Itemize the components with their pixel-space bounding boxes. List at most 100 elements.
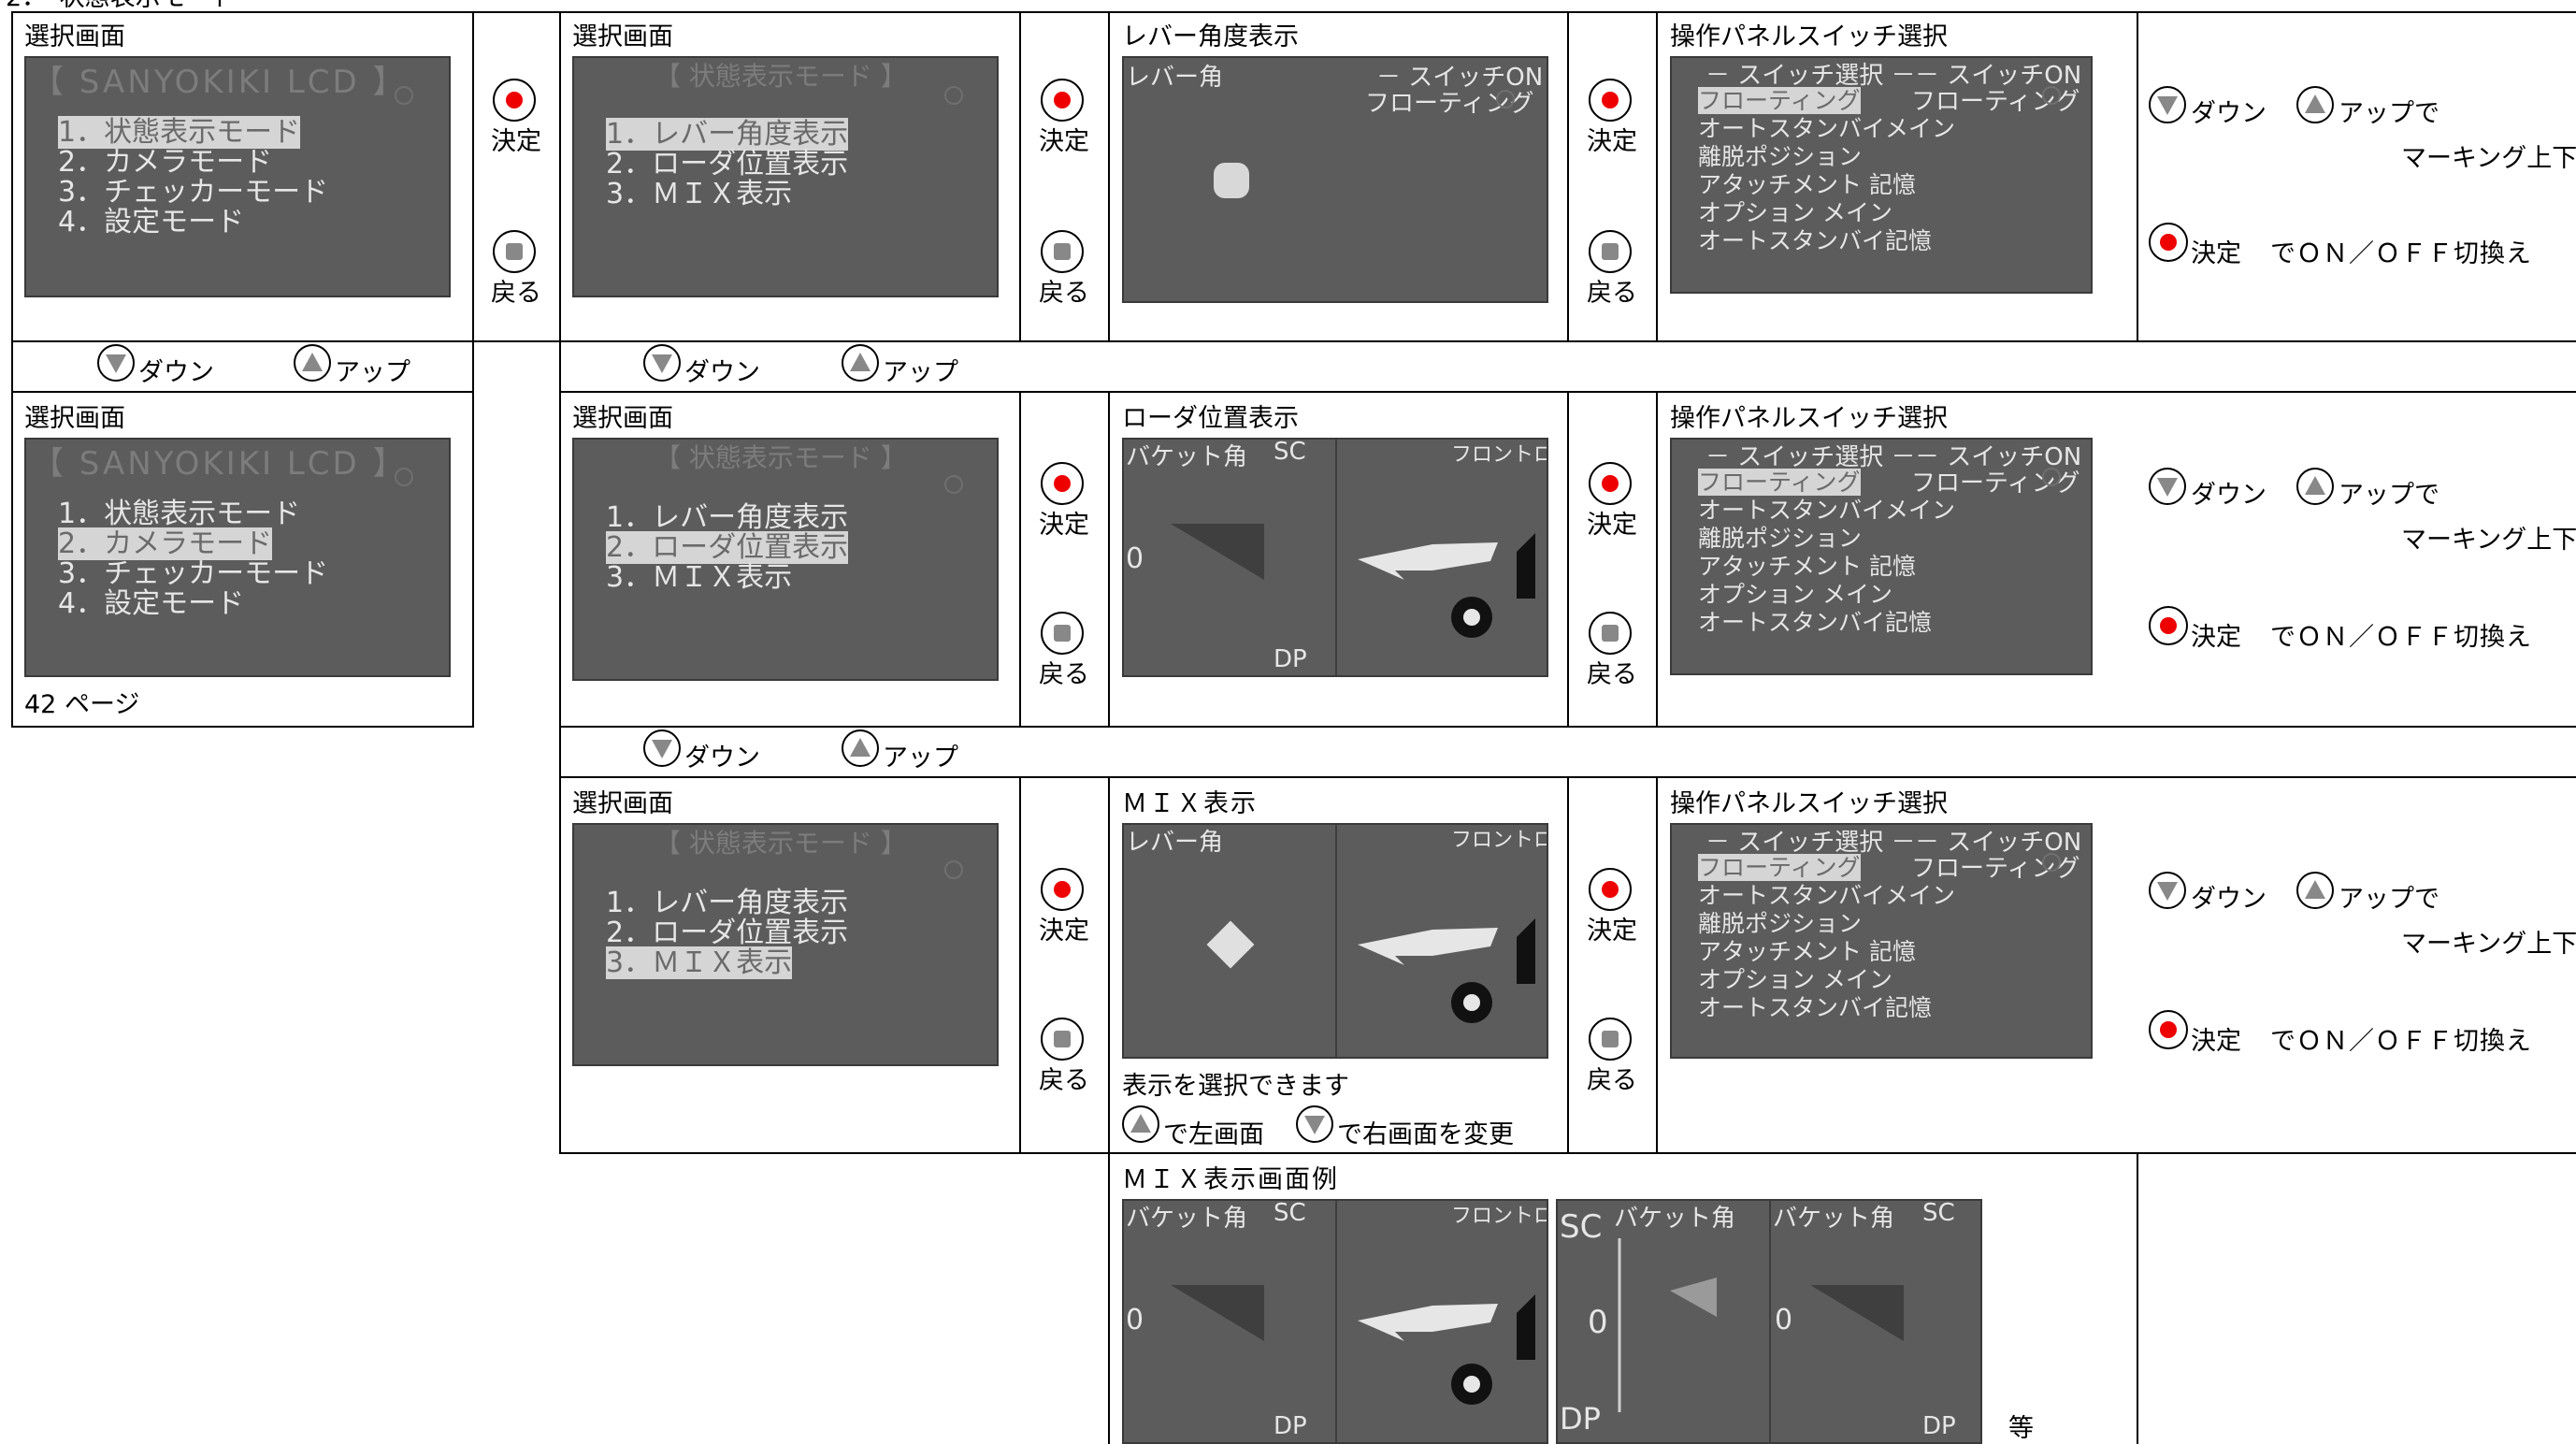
lcd-item: 2．ローダ位置表示 bbox=[606, 531, 849, 564]
lcd-item: 4．設定モード bbox=[58, 587, 245, 620]
back-button-icon[interactable] bbox=[1589, 230, 1632, 273]
up-triangle-icon[interactable] bbox=[842, 344, 879, 382]
lcd-bucket: バケット角 bbox=[1773, 1205, 1895, 1233]
panel-switch-title: 操作パネルスイッチ選択 bbox=[1670, 404, 1948, 433]
back-button-icon[interactable] bbox=[493, 230, 536, 273]
etc-label: 等 bbox=[2008, 1414, 2034, 1443]
down-label: ダウン bbox=[138, 358, 214, 387]
toggle-text: でＯＮ／ＯＦＦ切換え bbox=[2270, 239, 2532, 268]
lcd-sw-item: アタッチメント 記憶 bbox=[1698, 171, 1916, 198]
lcd-sw-item: フローティング bbox=[1698, 87, 1861, 114]
loader-pos-title: ローダ位置表示 bbox=[1122, 404, 1299, 433]
confirm-button-icon[interactable] bbox=[1041, 868, 1084, 911]
lcd-mix-example-1: バケット角 SC フロントローダ 0 DP bbox=[1122, 1199, 1548, 1444]
up-triangle-icon[interactable] bbox=[1122, 1105, 1159, 1143]
select-screen-label: 選択画面 bbox=[24, 404, 125, 433]
up-triangle-icon[interactable] bbox=[2296, 872, 2334, 909]
back-button-icon[interactable] bbox=[1589, 612, 1632, 655]
lcd-lever-label: レバー角 bbox=[1126, 829, 1224, 857]
marking-label: マーキング上下 bbox=[2401, 526, 2576, 555]
lcd-zero: 0 bbox=[1775, 1304, 1793, 1336]
lcd-sc: SC bbox=[1560, 1208, 1603, 1246]
lcd-main-menu: 【 SANYOKIKI LCD 】 1．状態表示モード 2．カメラモード 3．チ… bbox=[24, 56, 451, 297]
lcd-header: 【 状態表示モード 】 bbox=[655, 61, 907, 92]
page-header: 2． 状態表示モード bbox=[6, 0, 237, 13]
lcd-zero: 0 bbox=[1126, 1304, 1144, 1336]
lcd-sw-item: オートスタンバイメイン bbox=[1698, 115, 1956, 142]
confirm-label: 決定 bbox=[1039, 917, 1089, 946]
confirm-button-icon[interactable] bbox=[493, 79, 536, 122]
lcd-sw-item: オプション メイン bbox=[1698, 581, 1892, 608]
lcd-item: 2．ローダ位置表示 bbox=[606, 148, 849, 180]
panel-switch-title: 操作パネルスイッチ選択 bbox=[1670, 22, 1948, 51]
confirm-label: 決定 bbox=[1587, 127, 1637, 156]
back-button-icon[interactable] bbox=[1041, 612, 1084, 655]
up-triangle-icon[interactable] bbox=[842, 729, 879, 767]
lcd-item: 1．レバー角度表示 bbox=[606, 118, 849, 151]
up-with-label: アップで bbox=[2339, 885, 2439, 914]
down-triangle-icon[interactable] bbox=[643, 344, 681, 382]
down-label: ダウン bbox=[684, 744, 760, 773]
lcd-item: 3．ＭＩＸ表示 bbox=[606, 561, 793, 594]
back-button-icon[interactable] bbox=[1041, 230, 1084, 273]
confirm-label: 決定 bbox=[1039, 511, 1089, 540]
down-triangle-icon[interactable] bbox=[643, 729, 681, 767]
confirm-button-icon[interactable] bbox=[2149, 223, 2188, 262]
lcd-zero: 0 bbox=[1126, 542, 1144, 575]
lcd-item: 3．チェッカーモード bbox=[58, 176, 329, 209]
up-triangle-icon[interactable] bbox=[294, 344, 331, 382]
panel-switch-title: 操作パネルスイッチ選択 bbox=[1670, 789, 1948, 818]
lcd-main-menu-2: 【 SANYOKIKI LCD 】 1．状態表示モード 2．カメラモード 3．チ… bbox=[24, 438, 451, 677]
confirm-label: 決定 bbox=[1587, 917, 1637, 946]
mix-note-2b: で右画面を変更 bbox=[1337, 1120, 1514, 1149]
back-button-icon[interactable] bbox=[1589, 1018, 1632, 1061]
lcd-bucket: バケット角 bbox=[1126, 443, 1248, 471]
lcd-status-menu-3: 【 状態表示モード 】 1．レバー角度表示 2．ローダ位置表示 3．ＭＩＸ表示 bbox=[572, 823, 999, 1066]
lcd-sw-item: オートスタンバイメイン bbox=[1698, 882, 1956, 909]
up-with-label: アップで bbox=[2339, 99, 2439, 128]
down-triangle-icon[interactable] bbox=[97, 344, 135, 382]
lcd-sw-item: 離脱ポジション bbox=[1698, 910, 1863, 937]
lcd-front: フロントローダ bbox=[1451, 443, 1547, 467]
confirm-button-icon[interactable] bbox=[1589, 868, 1632, 911]
mix-note-2a: で左画面 bbox=[1163, 1120, 1264, 1149]
back-label: 戻る bbox=[1587, 279, 1637, 308]
lcd-dp: DP bbox=[1274, 1412, 1307, 1440]
lcd-item: 2．カメラモード bbox=[58, 146, 273, 179]
lever-angle-title: レバー角度表示 bbox=[1122, 22, 1299, 51]
lcd-sw-item: オプション メイン bbox=[1698, 199, 1892, 226]
down-triangle-icon[interactable] bbox=[2149, 468, 2186, 505]
lcd-item: 2．カメラモード bbox=[58, 527, 273, 560]
lcd-status-menu: 【 状態表示モード 】 1．レバー角度表示 2．ローダ位置表示 3．ＭＩＸ表示 bbox=[572, 56, 999, 297]
confirm-button-icon[interactable] bbox=[1589, 79, 1632, 122]
back-label: 戻る bbox=[1587, 1066, 1637, 1095]
lcd-front: フロントローダ bbox=[1451, 1205, 1547, 1228]
mix-example-title: ＭＩＸ表示画面例 bbox=[1122, 1165, 1339, 1194]
confirm-toggle-label: 決定 bbox=[2191, 1027, 2241, 1056]
lcd-front: フロントローダ bbox=[1451, 829, 1547, 852]
lcd-dp: DP bbox=[1922, 1412, 1956, 1440]
lcd-header: 【 状態表示モード 】 bbox=[655, 442, 907, 473]
back-label: 戻る bbox=[1039, 660, 1089, 689]
back-button-icon[interactable] bbox=[1041, 1018, 1084, 1061]
down-triangle-icon[interactable] bbox=[2149, 86, 2186, 123]
lcd-sc: SC bbox=[1274, 1199, 1306, 1227]
lcd-loader-pos: バケット角 SC フロントローダ 0 DP bbox=[1122, 438, 1548, 677]
up-triangle-icon[interactable] bbox=[2296, 86, 2334, 123]
down-label: ダウン bbox=[2191, 885, 2267, 914]
down-triangle-icon[interactable] bbox=[2149, 872, 2186, 909]
confirm-button-icon[interactable] bbox=[1041, 79, 1084, 122]
confirm-button-icon[interactable] bbox=[2149, 606, 2188, 645]
select-screen-label: 選択画面 bbox=[572, 404, 673, 433]
lcd-sw-h2: － スイッチON － bbox=[1915, 829, 2091, 857]
up-triangle-icon[interactable] bbox=[2296, 468, 2334, 505]
confirm-button-icon[interactable] bbox=[2149, 1010, 2188, 1049]
lcd-sw-h1: － スイッチ選択 － bbox=[1705, 62, 1916, 90]
down-triangle-icon[interactable] bbox=[1296, 1105, 1333, 1143]
lcd-item: 2．ローダ位置表示 bbox=[606, 917, 849, 949]
confirm-button-icon[interactable] bbox=[1589, 462, 1632, 505]
confirm-button-icon[interactable] bbox=[1041, 462, 1084, 505]
select-screen-label: 選択画面 bbox=[24, 22, 125, 51]
lcd-item: 3．ＭＩＸ表示 bbox=[606, 946, 793, 979]
up-label: アップ bbox=[335, 358, 410, 387]
